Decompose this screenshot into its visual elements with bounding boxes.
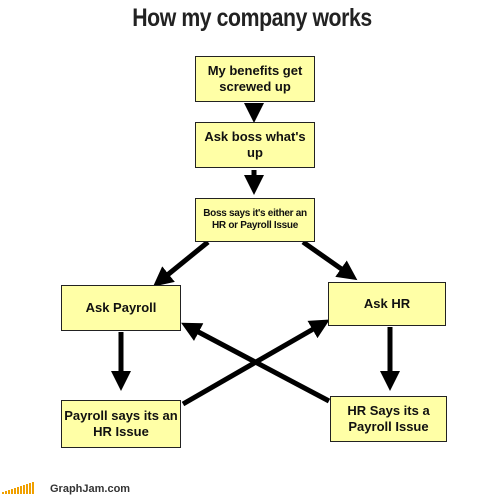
- arrow-payroll-says-to-ask-hr: [181, 319, 330, 407]
- footer: GraphJam.com: [0, 481, 504, 497]
- arrow-boss-says-to-ask-payroll: [153, 240, 210, 287]
- node-ask-payroll: Ask Payroll: [61, 285, 181, 331]
- node-payroll-says: Payroll says its an HR Issue: [61, 400, 181, 448]
- node-hr-says: HR Says its a Payroll Issue: [330, 396, 447, 442]
- node-boss-says: Boss says it's either an HR or Payroll I…: [195, 198, 315, 242]
- node-ask-hr: Ask HR: [328, 282, 446, 326]
- node-benefits-screwed-up: My benefits get screwed up: [195, 56, 315, 102]
- site-name: GraphJam.com: [50, 483, 131, 495]
- graphjam-logo-icon: [2, 482, 34, 494]
- arrow-hr-says-to-ask-payroll: [181, 322, 331, 404]
- page-title: How my company works: [132, 4, 372, 32]
- arrow-boss-says-to-ask-hr: [301, 239, 358, 281]
- node-ask-boss: Ask boss what's up: [195, 122, 315, 168]
